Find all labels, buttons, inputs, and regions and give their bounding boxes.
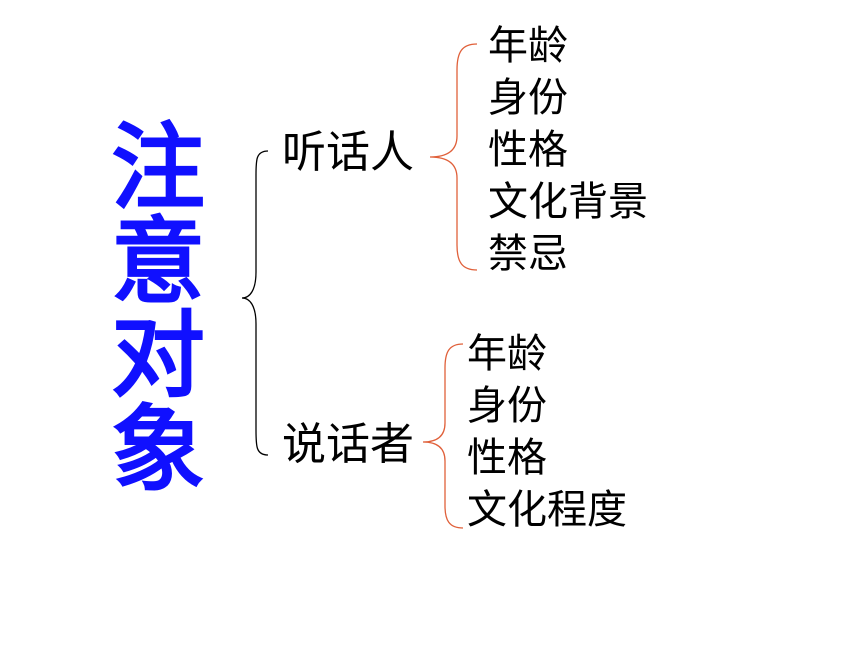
listener-item-personality: 性格: [488, 127, 568, 173]
listener-item-cultural-background: 文化背景: [488, 179, 648, 225]
listener-item-taboo: 禁忌: [488, 231, 568, 277]
main-brace: [241, 150, 269, 456]
root-title: 注 意 对 象: [110, 114, 205, 505]
listener-items: 年龄 身份 性格 文化背景 禁忌: [488, 20, 648, 280]
speaker-item-age: 年龄: [467, 331, 547, 377]
speaker-item-identity: 身份: [467, 383, 547, 429]
listener-brace: [429, 43, 478, 271]
speaker-item-education-level: 文化程度: [467, 487, 627, 533]
speaker-item-personality: 性格: [467, 435, 547, 481]
listener-item-identity: 身份: [488, 75, 568, 121]
branch-listener-label: 听话人: [282, 127, 414, 178]
speaker-items: 年龄 身份 性格 文化程度: [467, 328, 627, 536]
speaker-brace: [422, 343, 464, 529]
branch-speaker-label: 说话者: [282, 419, 414, 470]
listener-item-age: 年龄: [488, 23, 568, 69]
